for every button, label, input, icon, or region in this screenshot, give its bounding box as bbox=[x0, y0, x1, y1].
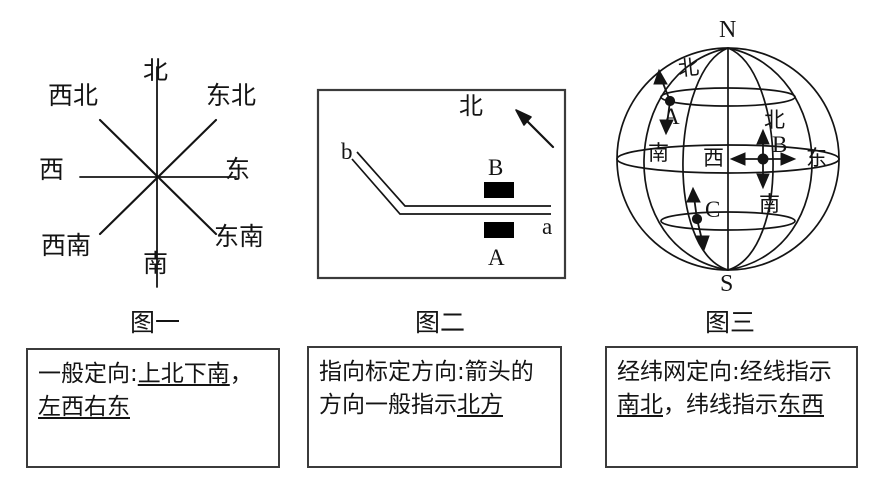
point-b-west-head bbox=[729, 152, 746, 166]
north-arrow-head bbox=[515, 109, 532, 126]
north-arrow-shaft bbox=[521, 115, 555, 149]
note-text-graticule-orientation: 经纬网定向:经线指示南北，纬线指示东西 bbox=[617, 356, 850, 421]
point-c-north-head bbox=[686, 186, 701, 203]
globe-dir-b-east: 东 bbox=[806, 146, 827, 170]
meridian-left-2 bbox=[643, 47, 729, 271]
site-b-marker bbox=[484, 182, 514, 198]
globe-point-a-label: A bbox=[663, 104, 680, 129]
note-plain-text: 经纬网定向:经线指示 bbox=[617, 359, 832, 385]
figure3-direction-markers bbox=[653, 68, 797, 252]
globe-dir-b-south: 南 bbox=[759, 192, 780, 216]
site-label-b: B bbox=[488, 155, 504, 180]
globe-label-south-pole: S bbox=[720, 271, 734, 297]
compass-label-southwest: 西南 bbox=[41, 231, 92, 260]
note-plain-text: ， bbox=[229, 361, 253, 387]
road-lower-edge bbox=[351, 158, 551, 215]
note-key-term: 上北下南 bbox=[137, 361, 230, 387]
note-plain-text: ，纬线指示 bbox=[663, 391, 778, 418]
globe-point-c-label: C bbox=[705, 197, 721, 222]
globe-dir-b-north: 北 bbox=[764, 108, 785, 132]
compass-label-northeast: 东北 bbox=[206, 81, 257, 110]
note-key-term: 左西右东 bbox=[38, 393, 130, 420]
note-box-pointer-orientation: 指向标定方向:箭头的方向一般指示北方 bbox=[307, 346, 562, 468]
note-key-term: 东西 bbox=[778, 391, 824, 418]
note-text-pointer-orientation: 指向标定方向:箭头的方向一般指示北方 bbox=[319, 356, 554, 421]
compass-label-northwest: 西北 bbox=[48, 81, 99, 110]
figure2-north-label: 北 bbox=[459, 92, 483, 120]
figure3-caption: 图三 bbox=[704, 308, 755, 337]
compass-label-west: 西 bbox=[39, 155, 65, 184]
globe-label-north-pole: N bbox=[719, 17, 737, 43]
point-b-south-head bbox=[756, 173, 770, 190]
road-label-a: a bbox=[542, 214, 553, 239]
point-a-north-head bbox=[653, 68, 668, 85]
compass-label-southeast: 东南 bbox=[214, 222, 265, 251]
meridian-right-2 bbox=[727, 47, 813, 271]
globe-dir-a-south: 南 bbox=[648, 141, 669, 165]
globe-dir-b-west: 西 bbox=[703, 146, 724, 170]
figure1-caption: 图一 bbox=[129, 308, 180, 337]
point-b-east-head bbox=[780, 152, 797, 166]
point-b-north-head bbox=[756, 128, 770, 145]
meridian-left-1 bbox=[682, 47, 729, 271]
note-text-general-orientation: 一般定向:上北下南， 左西右东 bbox=[38, 358, 272, 423]
site-label-a: A bbox=[488, 245, 505, 270]
compass-label-south: 南 bbox=[143, 249, 169, 278]
note-box-graticule-orientation: 经纬网定向:经线指示南北，纬线指示东西 bbox=[605, 346, 858, 468]
note-key-term: 北方 bbox=[457, 391, 503, 418]
globe-dir-a-north: 北 bbox=[676, 54, 701, 82]
compass-label-east: 东 bbox=[225, 155, 251, 184]
note-plain-text: 指向标定方向:箭头的方向一般指示 bbox=[319, 359, 534, 418]
note-key-term: 南北 bbox=[617, 391, 663, 418]
compass-axis-ne-sw bbox=[98, 118, 218, 236]
road-label-b: b bbox=[341, 139, 353, 164]
note-plain-text: 一般定向: bbox=[38, 361, 138, 387]
note-box-general-orientation: 一般定向:上北下南， 左西右东 bbox=[26, 348, 280, 468]
road-upper-edge bbox=[356, 151, 551, 207]
figure1-compass-lines bbox=[79, 66, 237, 288]
figure2-linework bbox=[316, 88, 567, 280]
site-a-marker bbox=[484, 222, 514, 238]
figure2-caption: 图二 bbox=[414, 308, 465, 337]
compass-label-north: 北 bbox=[143, 56, 169, 85]
point-a-south-head bbox=[659, 119, 674, 136]
globe-point-b-label: B bbox=[772, 132, 788, 157]
point-c-south-head bbox=[695, 235, 710, 252]
